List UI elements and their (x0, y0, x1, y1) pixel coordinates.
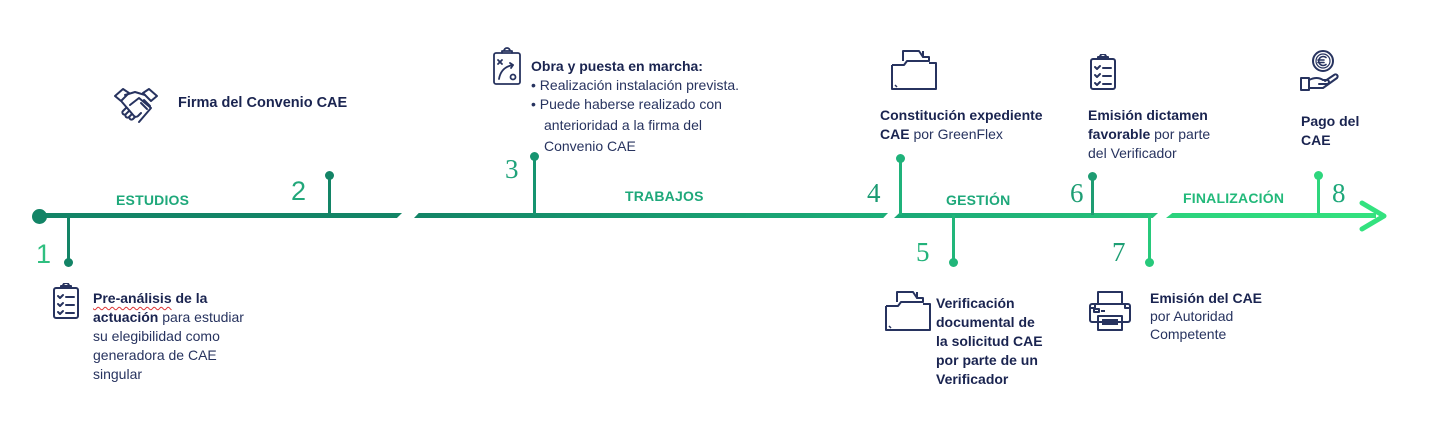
folder-icon (890, 49, 938, 91)
milestone-7-dot (1145, 258, 1154, 267)
milestone-1-desc-line4: generadora de CAE (93, 347, 217, 363)
timeline-start-dot (32, 209, 47, 224)
bullet-icon: • (531, 96, 540, 112)
milestone-1-desc-line3: su elegibilidad como (93, 328, 220, 344)
milestone-3-stem (533, 156, 536, 215)
milestone-5-number: 5 (916, 237, 930, 267)
clipboard-checklist-icon (1089, 54, 1117, 90)
milestone-3-bullet-1: • Realización instalación prevista. (531, 76, 739, 95)
milestone-4-title-line2: CAE (880, 126, 910, 142)
milestone-6-number: 6 (1070, 178, 1084, 208)
timeline-segment-finalizacion (1166, 213, 1376, 218)
milestone-3-bullet-2-line2: anterioridad a la firma del (544, 117, 702, 133)
handshake-icon (112, 86, 160, 126)
milestone-2-dot (325, 171, 334, 180)
milestone-3-bullet-2-line3: Convenio CAE (544, 138, 636, 154)
milestone-7-desc-line2: por Autoridad (1150, 308, 1234, 324)
arrow-head-icon (1359, 200, 1387, 232)
milestone-7-stem (1148, 215, 1151, 262)
milestone-2-title-text: Firma del Convenio CAE (178, 95, 348, 111)
milestone-6-title-line1: Emisión dictamen (1088, 107, 1208, 123)
milestone-1-stem (67, 215, 70, 262)
milestone-4-number: 4 (867, 178, 881, 208)
timeline-segment-gestion (894, 213, 1158, 218)
milestone-6-text: Emisión dictamen favorable por parte del… (1088, 106, 1210, 163)
milestone-5-line2: documental de (936, 314, 1035, 330)
milestone-8-title-line2: CAE (1301, 132, 1331, 148)
milestone-4-stem (899, 158, 902, 215)
milestone-5-line4: por parte de un (936, 352, 1038, 368)
milestone-4-title-line1: Constitución expediente (880, 107, 1043, 123)
milestone-2-number: 2 (291, 176, 307, 206)
phase-label-estudios: ESTUDIOS (116, 192, 190, 208)
milestone-1-title-part1: Pre-análisis (93, 290, 172, 306)
milestone-8-text: Pago del CAE (1301, 112, 1359, 150)
milestone-6-title-line2: favorable (1088, 126, 1151, 142)
milestone-5-line3: la solicitud CAE (936, 333, 1043, 349)
milestone-6-dot (1088, 172, 1097, 181)
milestone-1-dot (64, 258, 73, 267)
milestone-5-text: Verificación documental de la solicitud … (936, 294, 1043, 389)
milestone-3-number: 3 (505, 154, 519, 184)
milestone-4-desc: por GreenFlex (909, 126, 1003, 142)
milestone-5-line1: Verificación (936, 295, 1015, 311)
milestone-3-title-text: Obra y puesta en marcha: (531, 58, 703, 74)
phase-label-trabajos: TRABAJOS (625, 188, 704, 204)
milestone-7-text: Emisión del CAE por Autoridad Competente (1150, 289, 1262, 343)
timeline-segment-trabajos (414, 213, 888, 218)
milestone-6-desc-line3: del Verificador (1088, 145, 1177, 161)
clipboard-checklist-icon (52, 283, 80, 319)
milestone-4-text: Constitución expediente CAE por GreenFle… (880, 106, 1043, 144)
milestone-1-desc-line5: singular (93, 366, 143, 382)
milestone-1-title-part2: de la (171, 290, 208, 306)
milestone-6-desc-line2: por parte (1150, 126, 1211, 142)
bullet-icon: • (531, 77, 540, 93)
strategy-board-icon (492, 46, 522, 86)
milestone-1-number: 1 (36, 239, 52, 269)
hand-euro-coin-icon (1299, 48, 1341, 94)
timeline-segment-estudios (40, 213, 402, 218)
milestone-3-title: Obra y puesta en marcha: (531, 57, 703, 76)
milestone-7-title: Emisión del CAE (1150, 290, 1263, 306)
milestone-7-number: 7 (1112, 237, 1126, 267)
milestone-5-dot (949, 258, 958, 267)
milestone-8-dot (1314, 171, 1323, 180)
milestone-1-text: Pre-análisis de la actuación para estudi… (93, 289, 293, 384)
milestone-5-stem (952, 215, 955, 262)
milestone-1-desc-line2: para estudiar (158, 309, 244, 325)
milestone-5-line5: Verificador (936, 371, 1009, 387)
milestone-3-bullet-1-text: Realización instalación prevista. (539, 77, 740, 93)
milestone-8-title-line1: Pago del (1301, 113, 1360, 129)
milestone-8-stem (1317, 175, 1320, 215)
milestone-3-bullet-2: • Puede haberse realizado con (531, 95, 722, 114)
milestone-4-dot (896, 154, 905, 163)
milestone-6-stem (1091, 176, 1094, 215)
printer-icon (1088, 290, 1132, 332)
folder-icon (884, 290, 932, 332)
milestone-2-title: Firma del Convenio CAE (178, 94, 347, 113)
milestone-7-desc-line3: Competente (1150, 326, 1227, 342)
phase-label-finalizacion: FINALIZACIÓN (1183, 190, 1285, 206)
milestone-2-stem (328, 175, 331, 215)
milestone-8-number: 8 (1332, 178, 1346, 208)
phase-label-gestion: GESTIÓN (946, 192, 1011, 208)
milestone-3-dot (530, 152, 539, 161)
milestone-1-title-line2: actuación (93, 309, 159, 325)
milestone-3-bullet-2-text: Puede haberse realizado con (539, 96, 722, 112)
